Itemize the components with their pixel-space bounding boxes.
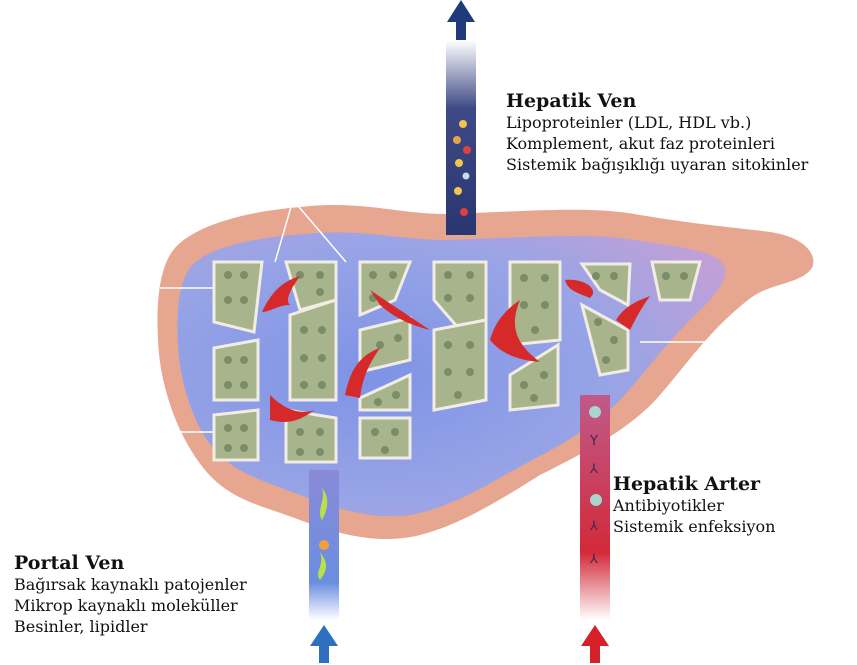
hepatic-artery-line-1: Antibiyotikler (613, 495, 775, 516)
svg-text:⅄: ⅄ (589, 519, 598, 534)
hepatic-vein-line-2: Komplement, akut faz proteinleri (506, 133, 808, 154)
portal-vein-line-1: Bağırsak kaynaklı patojenler (14, 574, 247, 595)
hepatic-vein-line-3: Sistemik bağışıklığı uyaran sitokinler (506, 154, 808, 175)
portal-vein-line-3: Besinler, lipidler (14, 616, 247, 637)
svg-text:⅄: ⅄ (589, 552, 598, 567)
hepatic-artery-title: Hepatik Arter (613, 473, 775, 495)
hepatic-artery-line-2: Sistemik enfeksiyon (613, 516, 775, 537)
portal-vein-label: Portal Ven Bağırsak kaynaklı patojenler … (14, 552, 247, 637)
hepatic-artery-label: Hepatik Arter Antibiyotikler Sistemik en… (613, 473, 775, 537)
hepatic-vein-line-1: Lipoproteinler (LDL, HDL vb.) (506, 112, 808, 133)
hepatic-vein-label: Hepatik Ven Lipoproteinler (LDL, HDL vb.… (506, 90, 808, 175)
hepatic-vein-arrow-icon (447, 0, 475, 40)
portal-vein-line-2: Mikrop kaynaklı moleküller (14, 595, 247, 616)
hepatic-vein-title: Hepatik Ven (506, 90, 808, 112)
portal-vein-title: Portal Ven (14, 552, 247, 574)
hepatic-artery-arrow-icon (581, 625, 609, 663)
svg-text:Y: Y (589, 434, 598, 449)
portal-vein-arrow-icon (310, 625, 338, 663)
svg-text:⅄: ⅄ (589, 462, 598, 477)
hepatic-vein-vessel (446, 40, 476, 235)
hepatic-artery-vessel (580, 395, 610, 620)
